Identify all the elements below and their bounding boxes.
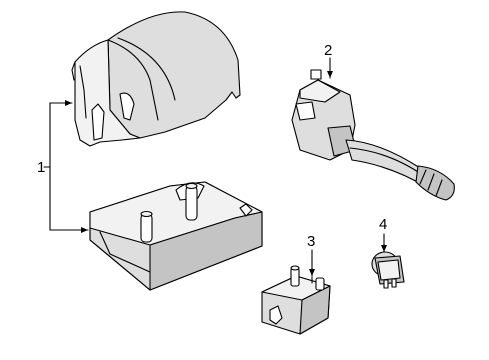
lower-column-cover: [89, 181, 263, 291]
leader-lines: [43, 57, 387, 284]
callout-3-label: 3: [307, 233, 315, 250]
callout-1-label: 1: [37, 159, 45, 176]
relay-component: [371, 251, 405, 289]
upper-column-cover: [71, 11, 241, 147]
combination-switch: [291, 69, 455, 201]
callout-2-label: 2: [324, 42, 332, 59]
callout-4-label: 4: [379, 216, 387, 233]
sensor-switch: [261, 265, 331, 335]
